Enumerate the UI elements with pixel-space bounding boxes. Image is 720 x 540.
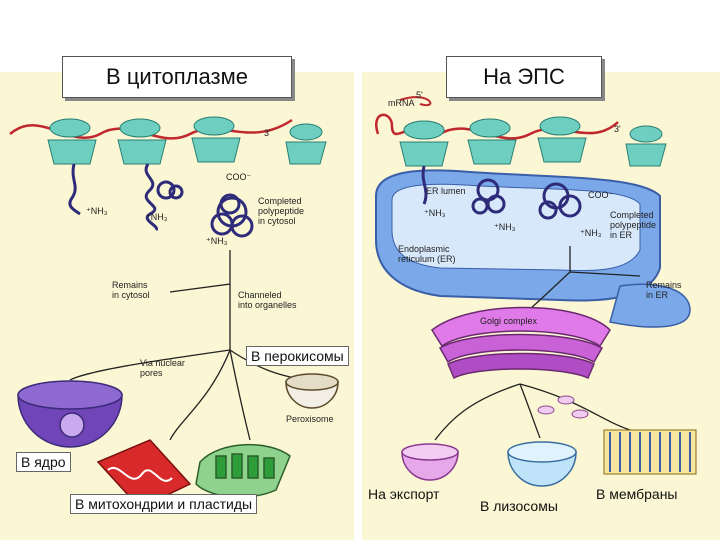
lysosome xyxy=(507,441,577,487)
peroxisome xyxy=(285,373,339,409)
er-label: Endoplasmic reticulum (ER) xyxy=(398,244,456,264)
nh3-label-right-1: ⁺NH₃ xyxy=(424,208,446,218)
transport-vesicles xyxy=(537,395,589,419)
remains-in-er-label: Remains in ER xyxy=(646,280,682,300)
endoplasmic-reticulum xyxy=(375,169,691,328)
label-export: На экспорт xyxy=(368,486,440,502)
ribosomes-left xyxy=(47,116,327,165)
polypeptides-left xyxy=(68,163,254,238)
completed-in-cytosol-label: Completed polypeptide in cytosol xyxy=(258,196,305,226)
mrna-label: mRNA xyxy=(388,98,415,108)
nh3-label-right-3: ⁺NH₃ xyxy=(580,228,602,238)
nh3-label-left-1: ⁺NH₃ xyxy=(86,206,108,216)
label-peroxisomes: В перокисомы xyxy=(246,346,349,366)
title-er: На ЭПС xyxy=(446,56,602,98)
nucleus xyxy=(17,380,123,448)
title-cytoplasm: В цитоплазме xyxy=(62,56,292,98)
label-nucleus: В ядро xyxy=(16,452,71,472)
arrows-left xyxy=(69,250,296,441)
cooh-label-left: COO⁻ xyxy=(226,172,252,182)
ribosomes-right xyxy=(399,116,667,167)
golgi-label: Golgi complex xyxy=(480,316,538,326)
export-vesicle xyxy=(401,443,459,481)
peroxisome-caption: Peroxisome xyxy=(286,414,334,424)
label-lysosomes: В лизосомы xyxy=(480,498,558,514)
nh3-label-left-3: ⁺NH₃ xyxy=(206,236,228,246)
completed-in-er-label: Completed polypeptide in ER xyxy=(610,210,657,240)
nh3-label-left-2: ⁺NH₃ xyxy=(146,212,168,222)
golgi-complex xyxy=(431,306,611,380)
chloroplast xyxy=(195,443,291,498)
mitochondrion xyxy=(96,439,192,509)
label-membranes: В мембраны xyxy=(596,486,678,502)
cooh-label-right: COO⁻ xyxy=(588,190,614,200)
label-mitochondria-plastids: В митохондрии и пластиды xyxy=(70,494,258,514)
via-nuclear-pores-label: Via nuclear pores xyxy=(140,358,185,378)
arrows-right xyxy=(434,246,641,441)
remains-in-cytosol-label: Remains in cytosol xyxy=(112,280,150,300)
three-prime-label-right: 3' xyxy=(614,124,621,134)
three-prime-label-left: 3' xyxy=(264,128,271,138)
five-prime-label: 5' xyxy=(416,90,423,100)
er-lumen-label: ER lumen xyxy=(426,186,466,196)
membrane-bilayer xyxy=(603,429,697,475)
channeled-into-organelles-label: Channeled into organelles xyxy=(238,290,297,310)
nh3-label-right-2: ⁺NH₃ xyxy=(494,222,516,232)
polypeptides-right xyxy=(421,165,582,220)
